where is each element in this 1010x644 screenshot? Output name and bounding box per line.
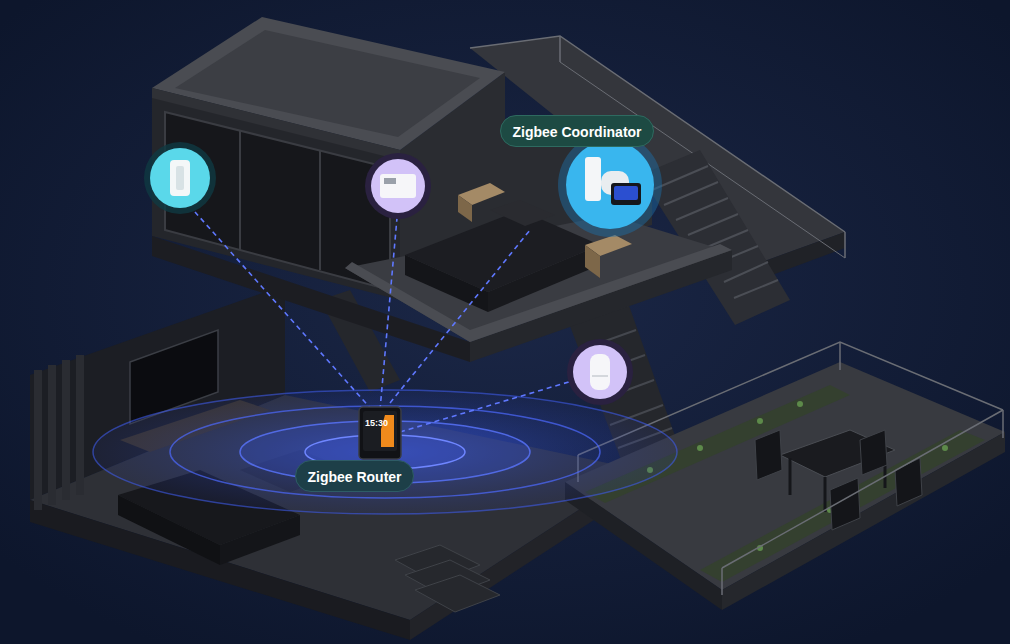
device-label-pill: Zigbee Coordinator [500, 115, 654, 147]
device-label: Zigbee Router [307, 469, 401, 485]
zigbee-link [390, 231, 529, 403]
coordinator-node: Zigbee Coordinator [497, 113, 657, 231]
router-node: Zigbee Router [293, 403, 415, 492]
clock-label: 15:30 [365, 418, 388, 428]
device-label-pill: Zigbee Router [295, 460, 414, 492]
device-label: Zigbee Coordinator [512, 124, 641, 140]
